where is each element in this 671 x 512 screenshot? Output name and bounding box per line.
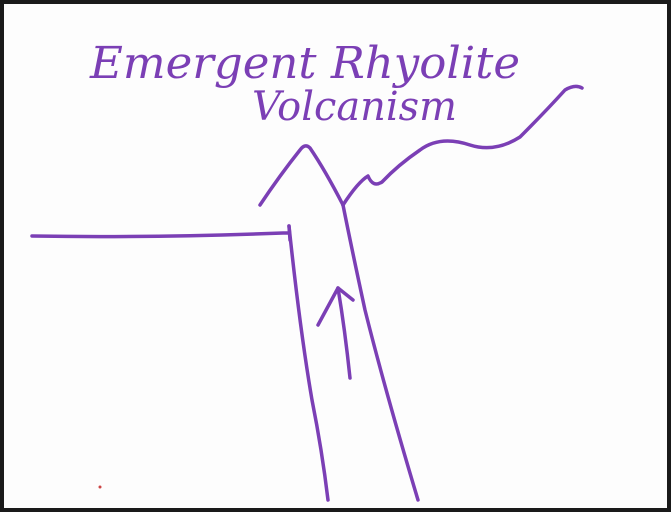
conduit-right-wall [343, 205, 418, 500]
title-line-1: Emergent Rhyolite [89, 38, 520, 89]
magma-flow-arrow-shaft [338, 288, 350, 378]
conduit-left-wall [289, 226, 328, 500]
magma-flow-arrow-head [318, 288, 353, 325]
title-line-2: Volcanism [252, 84, 457, 130]
dome-peak-outline [260, 146, 343, 205]
paper-speck [99, 486, 102, 489]
ground-surface-line [32, 233, 289, 237]
